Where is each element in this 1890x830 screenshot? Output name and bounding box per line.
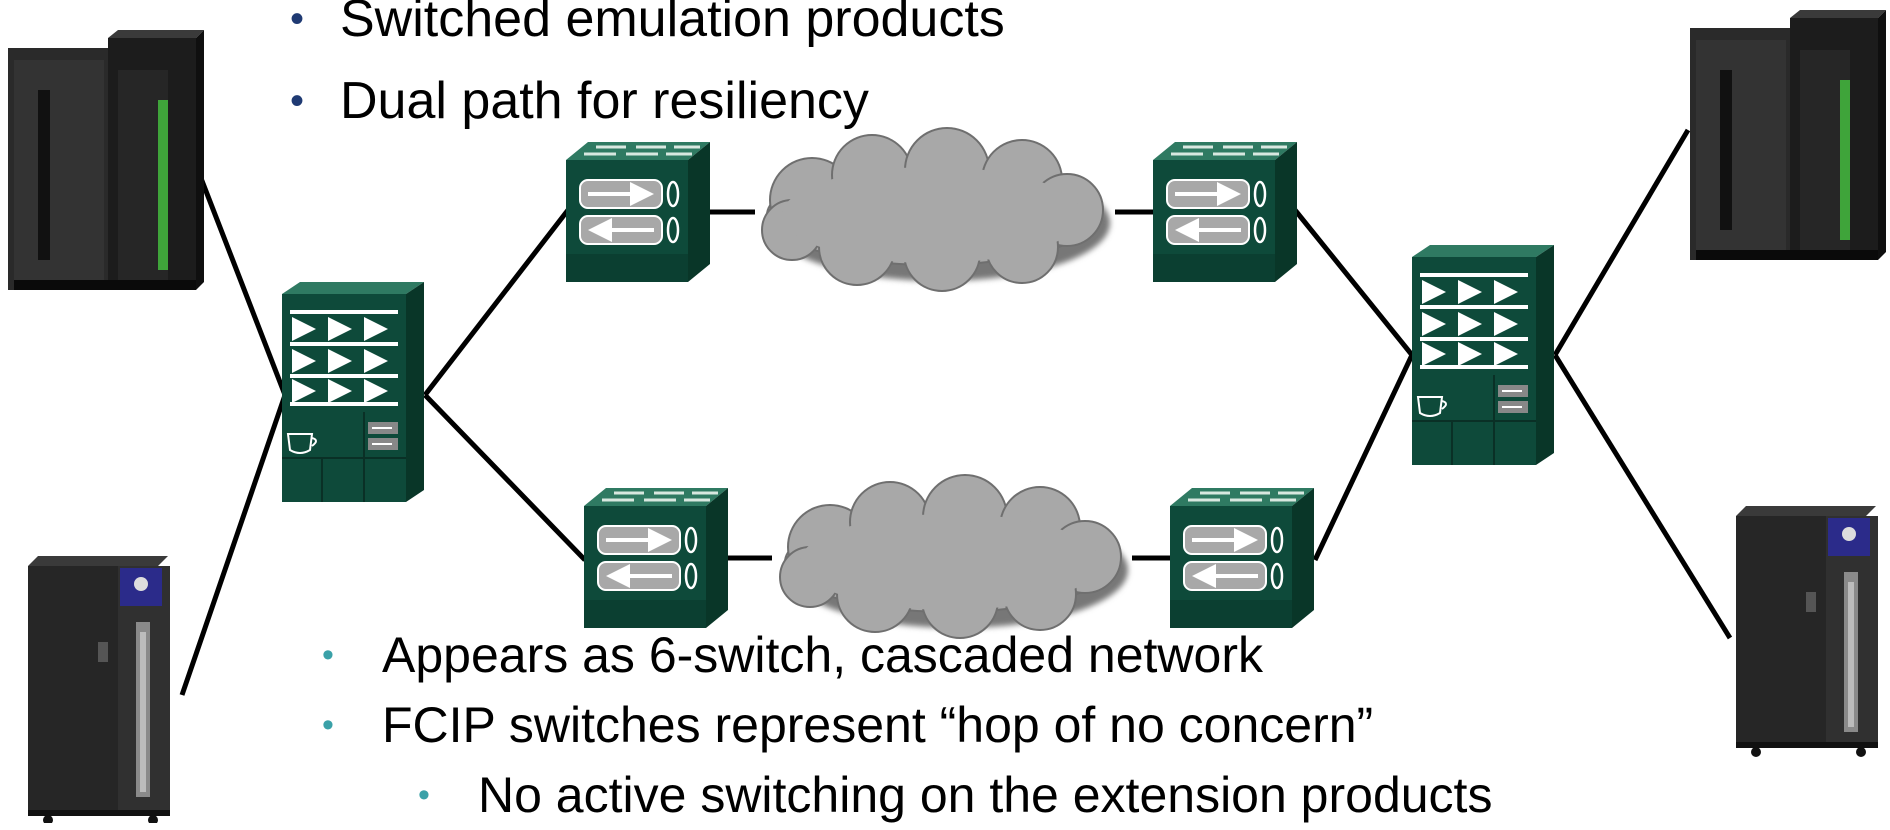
tape-library-icon — [1736, 506, 1878, 757]
bullet-text: FCIP switches represent “hop of no conce… — [382, 697, 1374, 753]
wan-cloud-icon — [779, 474, 1128, 639]
bullet-dot-icon: • — [322, 636, 334, 674]
coffee-cup-icon — [286, 433, 317, 454]
bullet-dot-icon: • — [290, 79, 305, 123]
fcip-extension-switch-icon — [1170, 488, 1314, 628]
link-director-right-to-tape-right — [1552, 353, 1733, 640]
bullet-text: No active switching on the extension pro… — [478, 767, 1493, 823]
fcip-extension-switch-icon — [584, 488, 728, 628]
bullet-dot-icon: • — [322, 706, 334, 744]
link-tape-left-to-director-left — [179, 394, 288, 696]
bullet-dot-icon: • — [290, 0, 305, 41]
bottom-bullet-list: • Appears as 6-switch, cascaded network •… — [322, 620, 1492, 830]
wan-cloud-icon — [761, 127, 1110, 292]
mainframe-server-icon — [1690, 10, 1886, 260]
mainframe-server-icon — [8, 30, 204, 290]
top-bullet-list: • Switched emulation products • Dual path … — [290, 0, 1005, 142]
tape-library-icon — [28, 556, 170, 825]
coffee-cup-icon — [1416, 396, 1447, 417]
fcip-extension-switch-icon — [1153, 142, 1297, 282]
fcip-extension-switch-icon — [566, 142, 710, 282]
bullet-dot-icon: • — [418, 776, 430, 814]
bullet-text: Dual path for resiliency — [340, 72, 869, 130]
link-ext-bottom-right-to-director-right — [1312, 353, 1415, 562]
bottom-bullet-item: • Appears as 6-switch, cascaded network — [322, 620, 1492, 690]
director-switch-icon — [1412, 245, 1554, 465]
top-bullet-item: • Switched emulation products — [290, 0, 1005, 60]
link-ext-top-right-to-director-right — [1293, 208, 1414, 357]
top-bullet-item: • Dual path for resiliency — [290, 60, 1005, 142]
bullet-text: Switched emulation products — [340, 0, 1005, 48]
bottom-sub-bullet-item: • No active switching on the extension pr… — [418, 760, 1492, 830]
director-switch-icon — [282, 282, 424, 502]
link-mainframe-left-to-director-left — [189, 154, 288, 396]
bottom-bullet-item: • FCIP switches represent “hop of no conc… — [322, 690, 1492, 760]
bullet-text: Appears as 6-switch, cascaded network — [382, 627, 1263, 683]
link-director-left-to-ext-top-left — [423, 208, 570, 397]
link-director-left-to-ext-bottom-left — [423, 393, 587, 562]
links — [179, 128, 1733, 696]
link-director-right-to-mainframe-right — [1552, 128, 1691, 357]
